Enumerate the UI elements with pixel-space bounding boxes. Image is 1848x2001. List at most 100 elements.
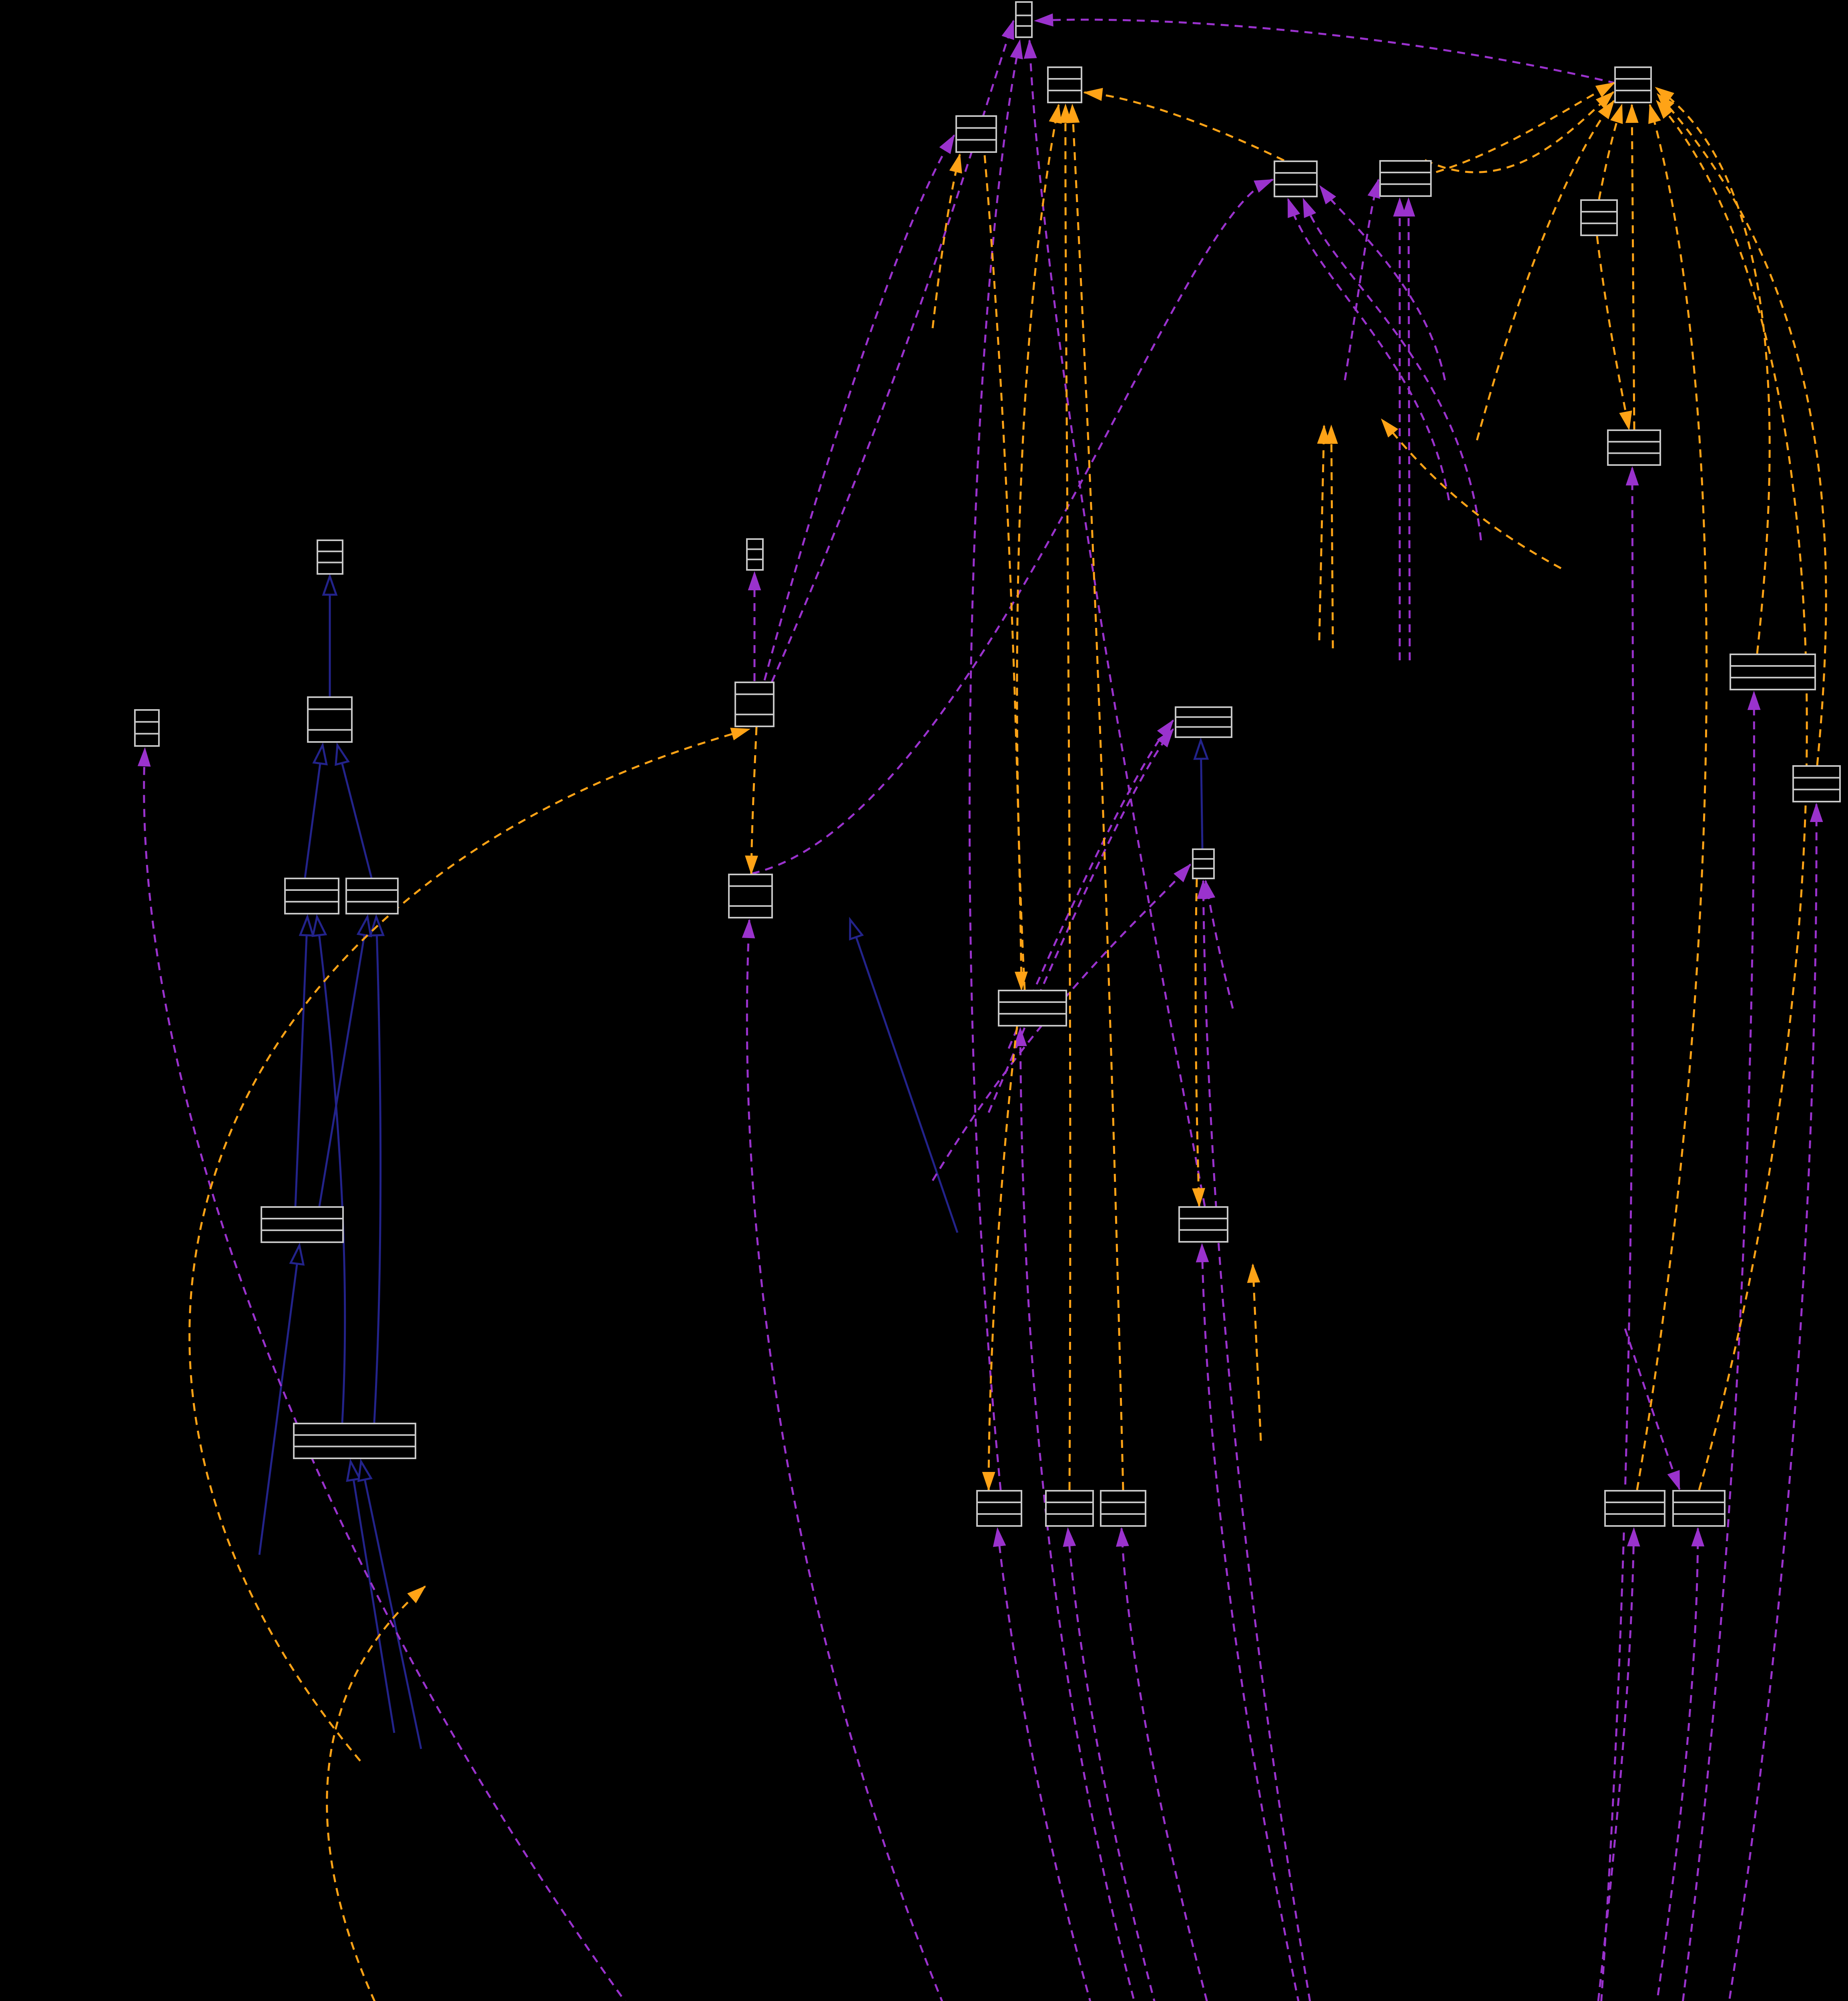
class-node-n11[interactable] [317,539,343,575]
edge [1636,104,1708,1490]
edge [1007,720,1174,1049]
class-node-border [293,1423,416,1459]
edge [349,1461,395,1733]
class-node-n2[interactable] [1047,66,1082,103]
edge [1655,86,1771,654]
arrowhead [1324,424,1338,444]
edge [316,916,346,1423]
arrowhead [1393,197,1407,217]
class-node-border [317,539,343,575]
arrowhead [1063,1527,1076,1547]
arrowhead [1655,87,1674,104]
arrowhead [982,1472,995,1492]
class-node-n10[interactable] [1792,765,1841,802]
class-node-n6[interactable] [1379,160,1432,197]
class-node-n15[interactable] [734,682,775,727]
arrowhead [742,918,755,938]
class-node-n7[interactable] [1580,199,1618,236]
edge [1252,1264,1262,1441]
inheritance-arrowhead [1193,737,1209,760]
class-node-n28[interactable] [1604,1490,1665,1527]
arrowhead [1367,178,1380,199]
arrowhead [1619,410,1632,431]
arrowhead [1595,91,1615,109]
class-node-border [1192,848,1215,879]
edge [931,864,1191,1181]
class-node-n8[interactable] [1607,429,1661,466]
edge [1084,91,1285,162]
inheritance-arrowhead [311,914,327,937]
arrowhead [137,747,151,767]
class-node-n5[interactable] [1274,160,1318,197]
edge [1407,198,1411,661]
edge [294,916,309,1207]
arrowhead [1381,418,1399,438]
inheritance-arrowhead [849,916,864,941]
arrowhead [1173,863,1192,882]
inheritance-arrowhead [335,742,350,766]
inheritance-arrowhead [346,1458,361,1482]
class-node-border [1175,706,1232,738]
class-node-border [1604,1490,1665,1527]
edge [1028,40,1206,1207]
class-node-n21[interactable] [998,990,1067,1027]
arrowhead [1656,93,1675,112]
arrowhead [1648,104,1661,124]
edge [1330,425,1334,649]
class-node-border [734,682,775,727]
class-node-border [1047,66,1082,103]
edge [1597,1528,1635,2001]
edge [968,40,1021,1490]
class-node-border [1274,160,1318,197]
class-node-n19[interactable] [1175,706,1232,738]
class-node-n22[interactable] [261,1206,344,1243]
edge [1656,100,1808,1490]
edge [1319,185,1446,381]
edge [1204,880,1234,1009]
edge [987,1026,1018,1490]
class-node-n29[interactable] [1672,1490,1726,1527]
edge [188,728,750,1762]
class-node-n14[interactable] [307,696,353,743]
class-node-n16[interactable] [284,878,339,914]
edge [318,916,369,1207]
edge [751,178,1273,875]
class-node-border [1580,199,1618,236]
arrowhead [1610,104,1623,124]
class-node-n18[interactable] [728,874,773,918]
arrowhead [1625,103,1639,123]
class-node-n9[interactable] [1730,654,1816,690]
edge [1436,82,1615,173]
edge [1728,804,1818,2001]
class-node-n1[interactable] [1015,1,1033,38]
arrowhead [1691,1527,1705,1547]
class-node-n27[interactable] [1100,1490,1146,1527]
edge [746,920,943,2001]
arrowhead [1247,1263,1260,1283]
class-node-n26[interactable] [1045,1490,1094,1527]
class-node-n20[interactable] [1192,848,1215,879]
class-node-n23[interactable] [1178,1206,1228,1243]
arrowhead [1157,728,1174,748]
class-node-n4[interactable] [1614,66,1652,103]
arrowhead [1287,198,1300,218]
arrowhead [1667,1470,1680,1490]
edge [336,745,373,878]
edge [1344,179,1380,381]
class-node-n24[interactable] [293,1423,416,1459]
class-node-n3[interactable] [955,115,997,153]
arrowhead [949,153,962,174]
class-node-n12[interactable] [746,538,764,571]
edge [849,919,959,1233]
inheritance-arrowhead [322,573,338,596]
arrowhead [993,1527,1006,1547]
class-node-n13[interactable] [134,709,160,747]
class-node-border [1672,1490,1726,1527]
class-node-border [1607,429,1661,466]
edge [1064,104,1071,1490]
class-node-n17[interactable] [345,878,399,914]
class-node-border [746,538,764,571]
edge [750,727,758,874]
class-node-n25[interactable] [976,1490,1022,1527]
